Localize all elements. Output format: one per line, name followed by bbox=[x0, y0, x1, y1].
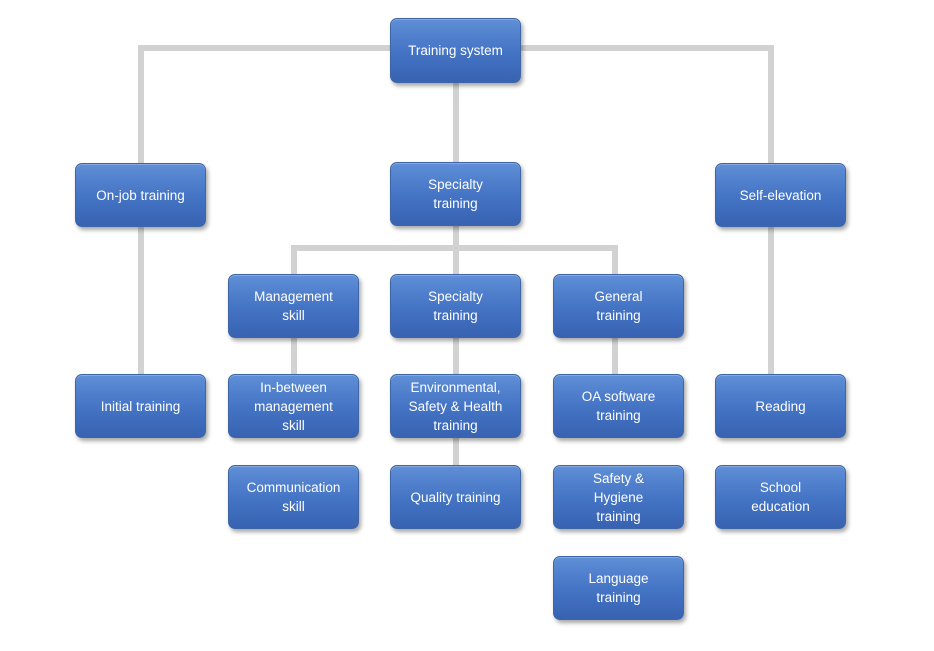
node-specialty-training-mid: Specialty training bbox=[390, 274, 521, 338]
node-quality-training: Quality training bbox=[390, 465, 521, 529]
node-initial-training: Initial training bbox=[75, 374, 206, 438]
node-reading: Reading bbox=[715, 374, 846, 438]
node-self-elevation: Self-elevation bbox=[715, 163, 846, 227]
node-training-system: Training system bbox=[390, 18, 521, 83]
node-in-between-management-skill: In-between management skill bbox=[228, 374, 359, 438]
node-management-skill: Management skill bbox=[228, 274, 359, 338]
node-oa-software-training: OA software training bbox=[553, 374, 684, 438]
node-safety-hygiene-training: Safety & Hygiene training bbox=[553, 465, 684, 529]
node-communication-skill: Communication skill bbox=[228, 465, 359, 529]
node-specialty-training-top: Specialty training bbox=[390, 162, 521, 226]
node-school-education: School education bbox=[715, 465, 846, 529]
node-general-training: General training bbox=[553, 274, 684, 338]
node-on-job-training: On-job training bbox=[75, 163, 206, 227]
node-environmental-safety-health-training: Environmental, Safety & Health training bbox=[390, 374, 521, 438]
node-language-training: Language training bbox=[553, 556, 684, 620]
